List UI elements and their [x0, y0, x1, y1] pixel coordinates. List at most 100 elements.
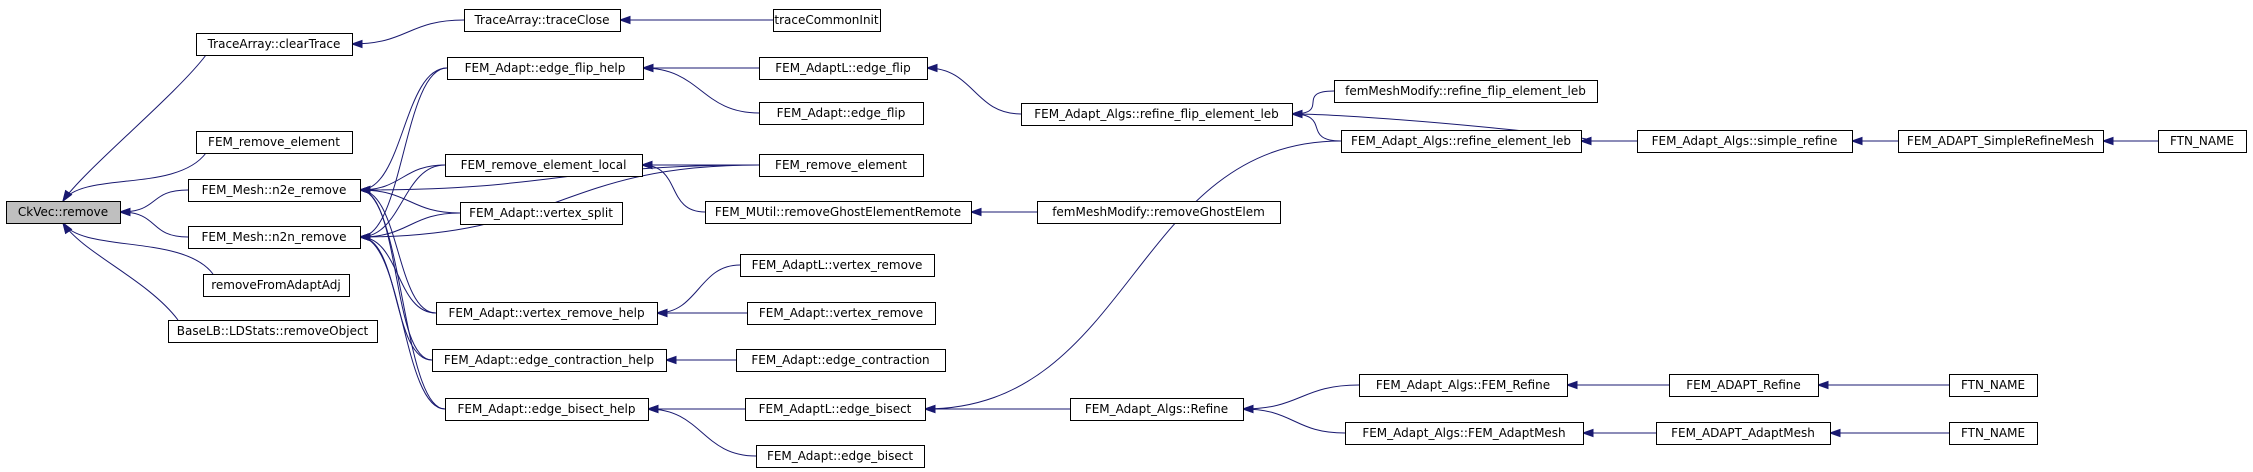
node-ftn-name-3[interactable]: FTN_NAME [1949, 422, 2038, 445]
node-label: FEM_Adapt::edge_contraction_help [444, 353, 654, 367]
call-edge [640, 160, 706, 213]
node-label: FEM_Adapt::vertex_remove_help [448, 306, 644, 320]
node-fem-adapt-edge-contraction-help[interactable]: FEM_Adapt::edge_contraction_help [432, 349, 667, 372]
node-fem-adapt-edge-contraction[interactable]: FEM_Adapt::edge_contraction [736, 349, 946, 372]
call-edge-line [656, 264, 741, 314]
call-edge [358, 232, 437, 314]
call-edge [358, 185, 437, 314]
node-tracecommoninit[interactable]: traceCommonInit [773, 9, 881, 32]
node-fem-remove-element[interactable]: FEM_remove_element [196, 131, 353, 154]
node-label: FEM_Adapt::vertex_split [469, 206, 613, 220]
call-edge-line [359, 236, 437, 314]
node-box [1949, 422, 2038, 445]
node-tracearray-traceclose[interactable]: TraceArray::traceClose [464, 9, 621, 32]
node-fem-mesh-n2n-remove[interactable]: FEM_Mesh::n2n_remove [188, 226, 361, 249]
call-edge [350, 19, 465, 49]
call-edge-line [62, 222, 214, 275]
node-box [188, 179, 361, 202]
node-femmeshmodify-removeghostelem[interactable]: femMeshModify::removeGhostElem [1037, 201, 1281, 224]
node-tracearray-cleartrace[interactable]: TraceArray::clearTrace [196, 33, 353, 56]
node-fem-adaptl-vertex-remove[interactable]: FEM_AdaptL::vertex_remove [740, 254, 935, 277]
node-ftn-name-1[interactable]: FTN_NAME [2158, 130, 2247, 153]
node-label: FEM_Adapt_Algs::refine_flip_element_leb [1034, 107, 1279, 121]
call-edge-line [359, 67, 448, 238]
node-fem-adapt-refine[interactable]: FEM_ADAPT_Refine [1669, 374, 1819, 397]
call-edge [358, 164, 446, 242]
call-edge [664, 355, 736, 365]
node-fem-adapt-vertex-remove-help[interactable]: FEM_Adapt::vertex_remove_help [436, 302, 658, 325]
call-edge-line [359, 164, 760, 191]
node-fem-adapt-algs-refine[interactable]: FEM_Adapt_Algs::Refine [1070, 398, 1244, 421]
node-label: FEM_Adapt::edge_flip_help [465, 61, 626, 75]
node-fem-adaptl-edge-flip[interactable]: FEM_AdaptL::edge_flip [759, 57, 928, 80]
node-fem-adapt-edge-bisect[interactable]: FEM_Adapt::edge_bisect [756, 445, 925, 468]
call-edge [1565, 380, 1669, 390]
node-box [1656, 422, 1831, 445]
node-fem-adapt-edge-flip-help[interactable]: FEM_Adapt::edge_flip_help [447, 57, 644, 80]
node-box [1070, 398, 1244, 421]
node-fem-mesh-n2e-remove[interactable]: FEM_Mesh::n2e_remove [188, 179, 361, 202]
node-fem-adapt-edge-flip[interactable]: FEM_Adapt::edge_flip [759, 102, 924, 125]
node-fem-mutil-removeghostelementremote[interactable]: FEM_MUtil::removeGhostElementRemote [705, 201, 972, 224]
node-fem-remove-element-2[interactable]: FEM_remove_element [759, 154, 924, 177]
node-ftn-name-2[interactable]: FTN_NAME [1949, 374, 2038, 397]
node-label: FEM_MUtil::removeGhostElementRemote [715, 205, 961, 219]
call-edge [1241, 384, 1360, 414]
node-box [705, 201, 972, 224]
node-box [1021, 103, 1293, 126]
node-fem-adapt-edge-bisect-help[interactable]: FEM_Adapt::edge_bisect_help [445, 398, 649, 421]
node-label: TraceArray::clearTrace [207, 37, 341, 51]
call-edge-line [119, 211, 189, 238]
arrowhead [618, 15, 631, 25]
node-box [759, 102, 924, 125]
call-edge-line [359, 164, 446, 191]
node-ckvec-remove[interactable]: CkVec::remove [6, 201, 121, 224]
call-edge [618, 15, 773, 25]
node-fem-adapt-algs-refine-flip-element-leb[interactable]: FEM_Adapt_Algs::refine_flip_element_leb [1021, 103, 1293, 126]
node-fem-adapt-algs-simple-refine[interactable]: FEM_Adapt_Algs::simple_refine [1637, 130, 1853, 153]
node-box [188, 226, 361, 249]
node-fem-adapt-vertex-split[interactable]: FEM_Adapt::vertex_split [460, 202, 623, 225]
node-box [464, 9, 621, 32]
node-fem-adapt-algs-fem-adaptmesh[interactable]: FEM_Adapt_Algs::FEM_AdaptMesh [1345, 422, 1584, 445]
call-edge [1816, 380, 1949, 390]
call-edge-line [359, 212, 461, 238]
node-fem-adapt-vertex-remove[interactable]: FEM_Adapt::vertex_remove [747, 302, 936, 325]
node-fem-adapt-simplerefinemesh[interactable]: FEM_ADAPT_SimpleRefineMesh [1898, 130, 2104, 153]
node-box [447, 57, 644, 80]
node-fem-adapt-algs-refine-element-leb[interactable]: FEM_Adapt_Algs::refine_element_leb [1341, 130, 1582, 153]
arrowhead [1828, 428, 1841, 438]
call-edge-line [642, 67, 760, 114]
node-box [736, 349, 946, 372]
node-label: FEM_remove_element_local [461, 158, 627, 172]
call-edge-line [359, 189, 461, 214]
call-edge [925, 63, 1022, 115]
call-edge [118, 207, 189, 238]
arrowhead [923, 404, 936, 414]
node-fem-adapt-adaptmesh[interactable]: FEM_ADAPT_AdaptMesh [1656, 422, 1831, 445]
node-label: FEM_AdaptL::edge_bisect [759, 402, 912, 416]
call-edge [62, 152, 207, 203]
node-box [168, 320, 378, 343]
call-edge [62, 221, 179, 321]
node-label: FEM_Adapt_Algs::refine_element_leb [1351, 134, 1571, 148]
node-baselb-ldstats-removeobject[interactable]: BaseLB::LDStats::removeObject [168, 320, 378, 343]
node-fem-adapt-algs-fem-refine[interactable]: FEM_Adapt_Algs::FEM_Refine [1359, 374, 1568, 397]
node-label: CkVec::remove [18, 205, 108, 219]
node-femmeshmodify-refine-flip-element-leb[interactable]: femMeshModify::refine_flip_element_leb [1334, 80, 1598, 103]
node-box [1334, 80, 1598, 103]
node-label: FEM_ADAPT_SimpleRefineMesh [1907, 134, 2094, 148]
arrowhead [664, 355, 677, 365]
node-label: FEM_Adapt_Algs::FEM_Refine [1376, 378, 1550, 392]
node-fem-adaptl-edge-bisect[interactable]: FEM_AdaptL::edge_bisect [745, 398, 926, 421]
call-edge-line [119, 189, 189, 213]
node-box [1669, 374, 1819, 397]
node-box [1637, 130, 1853, 153]
node-fem-remove-element-local[interactable]: FEM_remove_element_local [445, 154, 643, 177]
call-edge [358, 164, 760, 242]
call-edge [2101, 136, 2158, 146]
node-removefromadaptadj[interactable]: removeFromAdaptAdj [203, 274, 350, 297]
call-edge [1579, 136, 1638, 146]
